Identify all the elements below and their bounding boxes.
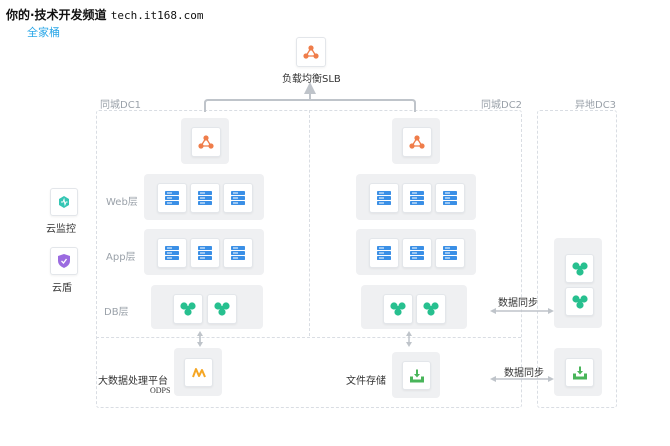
dc1-app-server-1[interactable] <box>157 238 187 268</box>
bigdata-icon <box>191 367 206 377</box>
server-icon <box>443 191 457 205</box>
storage-icon <box>409 369 424 382</box>
file-storage-label: 文件存储 <box>346 376 386 387</box>
zone-label-dc1: 同城DC1 <box>100 100 142 111</box>
dc1-app-server-2[interactable] <box>190 238 220 268</box>
dc1-web-server-3[interactable] <box>223 183 253 213</box>
server-icon <box>377 191 391 205</box>
dc2-db-panel <box>361 285 467 329</box>
server-icon <box>377 246 391 260</box>
server-icon <box>165 191 179 205</box>
odps-label: ODPS <box>150 386 171 395</box>
slb-label: 负载均衡SLB <box>282 74 341 85</box>
database-icon <box>423 302 439 316</box>
zone-divider-dc1-dc2 <box>309 110 310 336</box>
server-icon <box>231 191 245 205</box>
monitor-icon <box>59 196 69 208</box>
dc3-db-1[interactable] <box>565 254 594 283</box>
file-sync-label: 数据同步 <box>504 368 544 379</box>
cloud-shield-node[interactable] <box>50 247 78 275</box>
slb-bracket <box>204 99 416 112</box>
zone-dc3 <box>537 110 617 408</box>
bigdata-label: 大数据处理平台 <box>98 376 168 387</box>
shield-icon <box>58 254 70 268</box>
dc2-slb-node[interactable] <box>402 127 432 157</box>
dc2-web-server-2[interactable] <box>402 183 432 213</box>
database-icon <box>390 302 406 316</box>
database-icon <box>571 261 588 276</box>
dc2-db-2[interactable] <box>416 294 446 324</box>
dc2-app-server-2[interactable] <box>402 238 432 268</box>
cloud-monitor-node[interactable] <box>50 188 78 216</box>
storage-icon <box>572 366 587 379</box>
server-icon <box>165 246 179 260</box>
dc2-web-server-1[interactable] <box>369 183 399 213</box>
server-icon <box>410 191 424 205</box>
slb-icon <box>198 135 214 149</box>
slb-node[interactable] <box>296 37 326 67</box>
dc1-web-server-2[interactable] <box>190 183 220 213</box>
server-icon <box>198 191 212 205</box>
site-watermark: 你的·技术开发频道 tech.it168.com <box>6 6 203 23</box>
database-icon <box>180 302 196 316</box>
dc3-storage-node[interactable] <box>565 358 594 387</box>
slb-icon <box>409 135 425 149</box>
dc1-db-1[interactable] <box>173 294 203 324</box>
zone-label-dc2: 同城DC2 <box>481 100 523 111</box>
cloud-monitor-label: 云监控 <box>46 224 76 235</box>
dc2-db-1[interactable] <box>383 294 413 324</box>
dc1-slb-panel <box>181 118 229 164</box>
dc2-web-server-3[interactable] <box>435 183 465 213</box>
database-icon <box>571 294 588 309</box>
dc2-slb-panel <box>392 118 440 164</box>
watermark-url: tech.it168.com <box>110 9 204 22</box>
file-storage-node[interactable] <box>402 361 431 390</box>
dc1-web-server-1[interactable] <box>157 183 187 213</box>
database-icon <box>214 302 230 316</box>
layer-label-web: Web层 <box>106 197 138 208</box>
layer-label-db: DB层 <box>104 307 129 318</box>
watermark-site: 你的·技术开发频道 <box>6 8 107 22</box>
dc2-app-server-1[interactable] <box>369 238 399 268</box>
server-icon <box>198 246 212 260</box>
server-icon <box>443 246 457 260</box>
bigdata-panel <box>174 348 222 396</box>
layer-label-app: App层 <box>106 252 136 263</box>
dc1-slb-node[interactable] <box>191 127 221 157</box>
dc3-db-2[interactable] <box>565 287 594 316</box>
dc1-db-2[interactable] <box>207 294 237 324</box>
server-icon <box>231 246 245 260</box>
diagram-subtitle: 全家桶 <box>27 26 60 39</box>
bigdata-node[interactable] <box>184 358 213 387</box>
slb-icon <box>303 45 319 59</box>
dc1-app-server-3[interactable] <box>223 238 253 268</box>
dc2-app-server-3[interactable] <box>435 238 465 268</box>
zone-label-dc3: 异地DC3 <box>575 100 617 111</box>
zone-divider-bottom <box>96 337 521 338</box>
server-icon <box>410 246 424 260</box>
db-sync-label: 数据同步 <box>498 298 538 309</box>
cloud-shield-label: 云盾 <box>52 283 72 294</box>
